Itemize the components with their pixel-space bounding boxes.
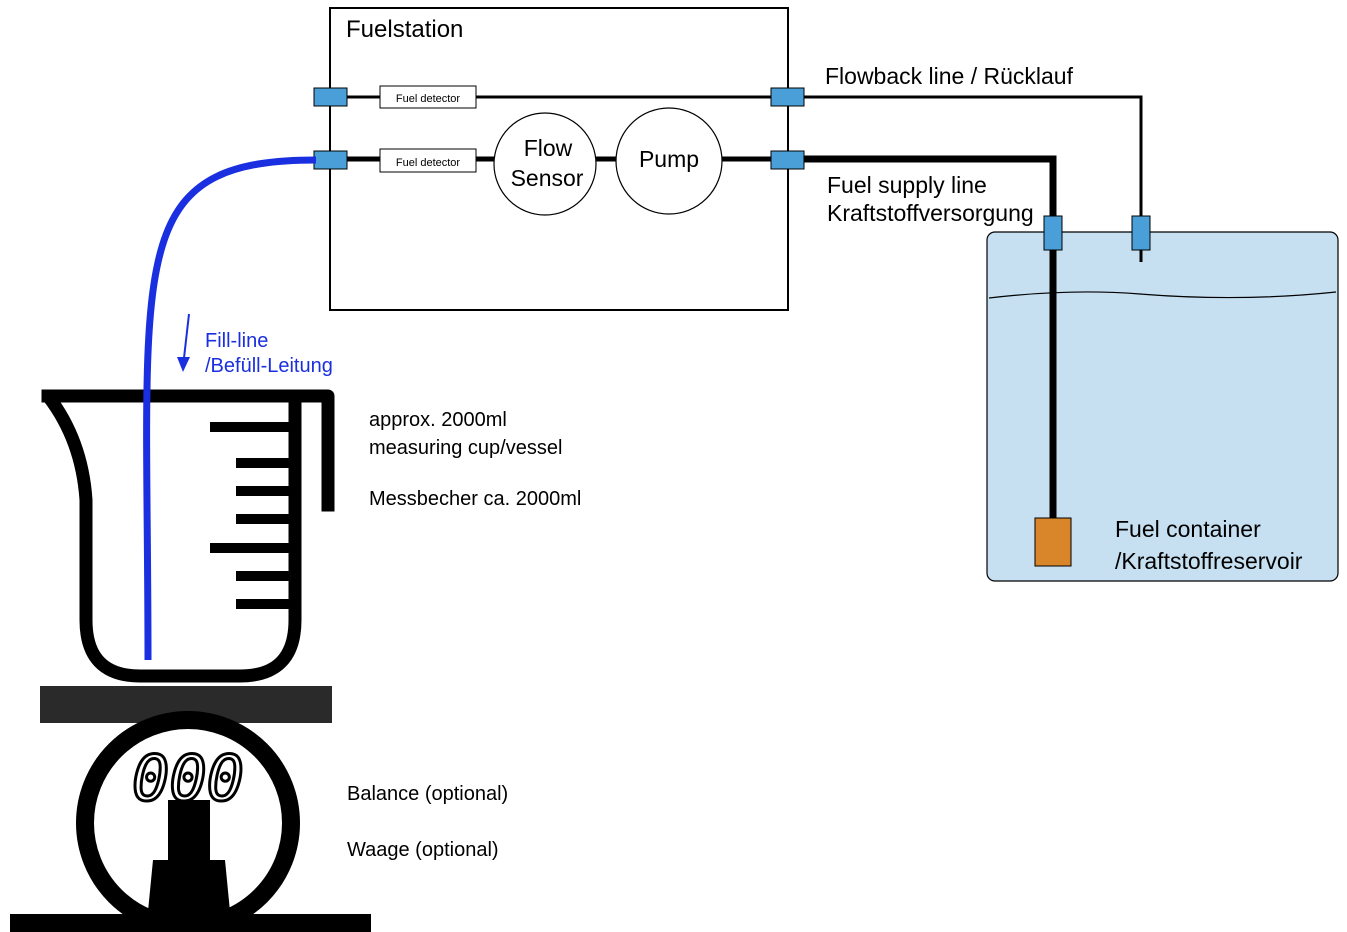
cup-label-1: approx. 2000ml (369, 409, 507, 431)
measuring-cup (41, 389, 335, 683)
balance-label-1: Balance (optional) (347, 783, 508, 805)
fuel-detector-bottom-label: Fuel detector (396, 157, 461, 169)
flowback-line-label: Flowback line / Rücklauf (825, 63, 1074, 89)
fill-line-hose (143, 156, 317, 661)
balance-label-2: Waage (optional) (347, 839, 499, 861)
fuel-container-label-2: /Kraftstoffreservoir (1115, 548, 1303, 574)
balance-display: 000 (132, 742, 244, 815)
pump-label: Pump (639, 146, 699, 172)
fuel-container (986, 231, 1339, 582)
flow-sensor-label-2: Sensor (511, 165, 584, 191)
fuel-supply-label-1: Fuel supply line (827, 172, 987, 198)
fill-line-label-2: /Befüll-Leitung (205, 355, 333, 377)
connector-flowback-out (770, 87, 805, 107)
fill-line-arrow (183, 313, 190, 359)
connector-supply-out (770, 150, 805, 170)
cup-label-3: Messbecher ca. 2000ml (369, 488, 581, 510)
pump (615, 107, 723, 215)
connector-tank-supply (1043, 215, 1063, 251)
fuel-supply-line (788, 155, 1057, 525)
fill-line-arrowhead (177, 357, 190, 372)
fill-line-label-1: Fill-line (205, 330, 268, 352)
fuel-detector-top-label: Fuel detector (396, 93, 461, 105)
connector-flowback-in (313, 87, 348, 107)
balance (10, 686, 371, 932)
connector-fill-in (313, 150, 348, 170)
flow-sensor-label-1: Flow (524, 135, 573, 161)
flowback-line (788, 95, 1143, 262)
fuel-container-label-1: Fuel container (1115, 516, 1261, 542)
connector-tank-return (1131, 215, 1151, 251)
flow-sensor (493, 112, 597, 216)
fuelstation-title: Fuelstation (346, 16, 463, 43)
balance-weight (146, 800, 232, 932)
fuel-filter (1034, 517, 1072, 567)
cup-label-2: measuring cup/vessel (369, 437, 562, 459)
fuel-surface-line (988, 291, 1337, 299)
balance-base (10, 914, 371, 932)
fuel-detector-top (379, 85, 477, 109)
fuel-supply-label-2: Kraftstoffversorgung (827, 200, 1034, 226)
fuel-detector-bottom (379, 148, 477, 173)
